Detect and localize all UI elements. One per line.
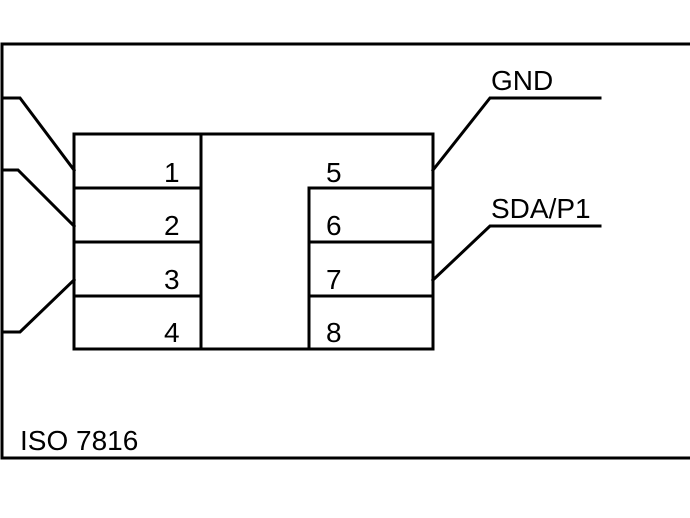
pin-4-label: 4 — [164, 317, 180, 348]
left-leads — [0, 96, 77, 334]
pin-5-label: 5 — [326, 157, 342, 188]
pin-6-label: 6 — [326, 210, 342, 241]
card-outline — [0, 42, 690, 460]
lead-pin-1 — [0, 96, 77, 173]
lead-gnd — [430, 96, 602, 173]
lead-pin-2 — [0, 168, 77, 229]
lead-pin-3 — [0, 277, 77, 334]
pin-2-label: 2 — [164, 210, 180, 241]
gnd-label: GND — [491, 65, 553, 96]
sda-label: SDA/P1 — [491, 193, 591, 224]
right-leads — [430, 96, 602, 283]
pin-7-label: 7 — [326, 264, 342, 295]
pin-1-label: 1 — [164, 157, 180, 188]
standard-label: ISO 7816 — [20, 425, 138, 456]
pin-3-label: 3 — [164, 264, 180, 295]
lead-sda — [430, 224, 602, 283]
contact-module — [72, 132, 435, 351]
pin-8-label: 8 — [326, 317, 342, 348]
